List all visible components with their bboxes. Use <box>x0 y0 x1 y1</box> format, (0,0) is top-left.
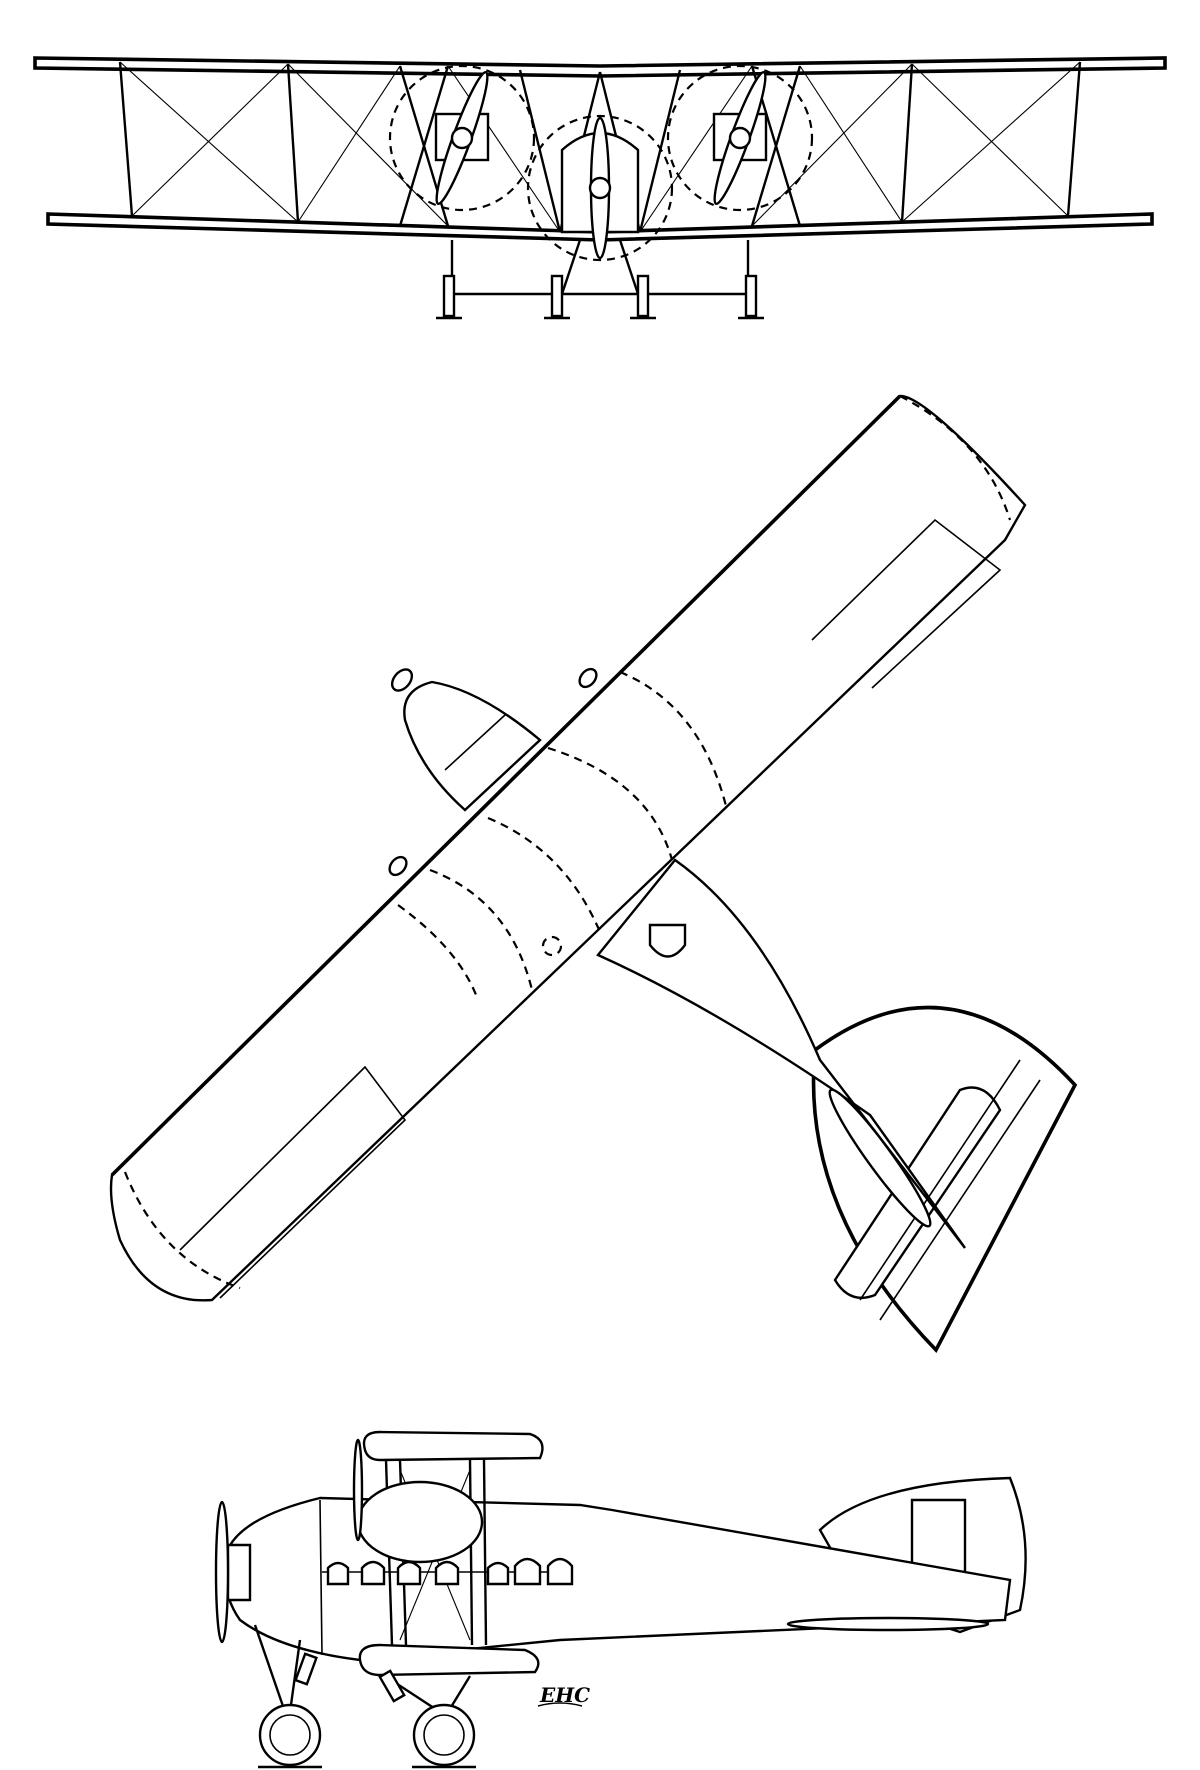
front-bracing-wires <box>119 61 1081 233</box>
side-tailplane <box>786 1616 990 1632</box>
side-view: EHC <box>214 1430 1027 1769</box>
plan-aileron-right <box>811 518 1002 689</box>
signature-underline <box>537 1702 583 1707</box>
side-nose <box>226 1543 252 1602</box>
plan-wingtip-dash-right <box>899 395 1012 521</box>
plan-nacelle-seam <box>444 714 506 771</box>
front-view <box>33 56 1167 320</box>
side-upper-wing <box>362 1430 544 1462</box>
plan-aileron-left <box>179 1065 407 1299</box>
front-upper-wing <box>33 56 1167 78</box>
side-engine-nacelle <box>356 1480 484 1564</box>
plan-tail-hinge-2 <box>879 1079 1041 1321</box>
front-propellers <box>435 70 767 260</box>
plan-wingtip-dash-left <box>123 1171 241 1290</box>
plan-elevator-hinge <box>859 1059 1021 1301</box>
front-propeller-discs <box>388 64 814 262</box>
plan-fuselage-shield-marking <box>648 923 687 958</box>
plan-center-marker <box>541 935 563 957</box>
plan-wing <box>109 394 1027 1302</box>
front-landing-gear <box>436 239 764 320</box>
side-lower-wing <box>358 1643 540 1677</box>
side-cabin-windows <box>326 1557 574 1586</box>
plan-fuselage <box>596 858 966 1249</box>
plan-propeller-hubs <box>388 667 598 877</box>
side-cowl-seam <box>319 1499 323 1656</box>
plan-rudder <box>828 1088 932 1228</box>
plan-engine-outlines <box>397 670 728 1001</box>
side-wheels <box>258 1703 476 1769</box>
plan-view <box>109 394 1078 1354</box>
plan-wing-leading-edge <box>110 394 902 1177</box>
side-wing-propeller <box>352 1438 364 1542</box>
side-propeller <box>214 1500 230 1644</box>
